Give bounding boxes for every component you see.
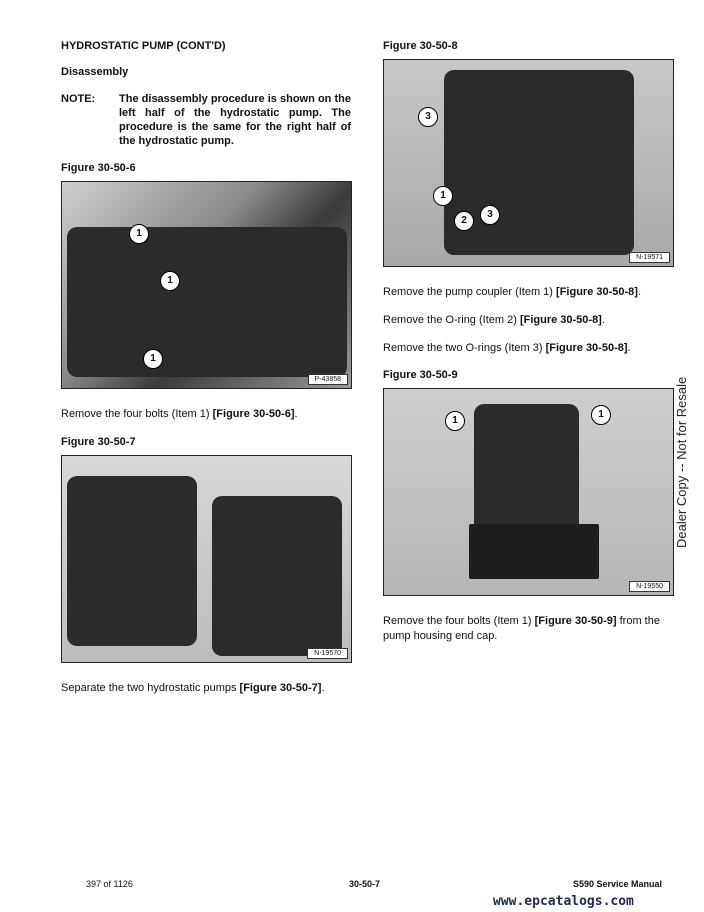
subtitle: Disassembly	[61, 66, 129, 78]
pump-photo-shape	[67, 227, 347, 377]
pump-stand-shape	[469, 524, 599, 579]
page-count: 397 of 1126	[86, 879, 133, 889]
figure-caption: Figure 30-50-6	[61, 162, 136, 174]
figure-id: P-43858	[307, 374, 348, 385]
callout: 1	[160, 271, 180, 291]
figure-id: N-19570	[307, 648, 348, 659]
section-title: HYDROSTATIC PUMP (CONT'D)	[61, 40, 226, 52]
figure-30-50-7-photo: N-19570	[61, 455, 352, 663]
step-text: Separate the two hydrostatic pumps [Figu…	[61, 682, 325, 694]
pump-photo-shape	[444, 70, 634, 255]
pump-photo-shape	[474, 404, 579, 544]
side-watermark: Dealer Copy -- Not for Resale	[674, 376, 689, 548]
pump-photo-shape	[67, 476, 197, 646]
callout: 1	[433, 186, 453, 206]
note-label: NOTE:	[61, 93, 96, 105]
note: NOTE: The disassembly procedure is shown…	[61, 92, 351, 148]
figure-30-50-6-photo: 1 1 1 P-43858	[61, 181, 352, 389]
callout: 1	[591, 405, 611, 425]
page-number: 30-50-7	[349, 879, 381, 889]
figure-id: N-19550	[629, 581, 670, 592]
step-text: Remove the O-ring (Item 2) [Figure 30-50…	[383, 314, 605, 326]
step-text: Remove the two O-rings (Item 3) [Figure …	[383, 342, 631, 354]
manual-title: S590 Service Manual	[573, 879, 663, 889]
callout: 1	[143, 349, 163, 369]
callout: 1	[129, 224, 149, 244]
note-text: The disassembly procedure is shown on th…	[119, 93, 351, 147]
step-text: Remove the pump coupler (Item 1) [Figure…	[383, 286, 642, 298]
figure-caption: Figure 30-50-9	[383, 369, 458, 381]
step-text: Remove the four bolts (Item 1) [Figure 3…	[383, 615, 660, 642]
figure-caption: Figure 30-50-7	[61, 436, 136, 448]
step-text: Remove the four bolts (Item 1) [Figure 3…	[61, 408, 298, 420]
figure-30-50-8-photo: 3 1 2 3 N-19571	[383, 59, 674, 267]
figure-caption: Figure 30-50-8	[383, 40, 458, 52]
callout: 1	[445, 411, 465, 431]
callout: 3	[418, 107, 438, 127]
pump-photo-shape	[212, 496, 342, 656]
figure-id: N-19571	[629, 252, 670, 263]
callout: 2	[454, 211, 474, 231]
callout: 3	[480, 205, 500, 225]
site-watermark: www.epcatalogs.com	[493, 894, 634, 909]
figure-30-50-9-photo: 1 1 N-19550	[383, 388, 674, 596]
